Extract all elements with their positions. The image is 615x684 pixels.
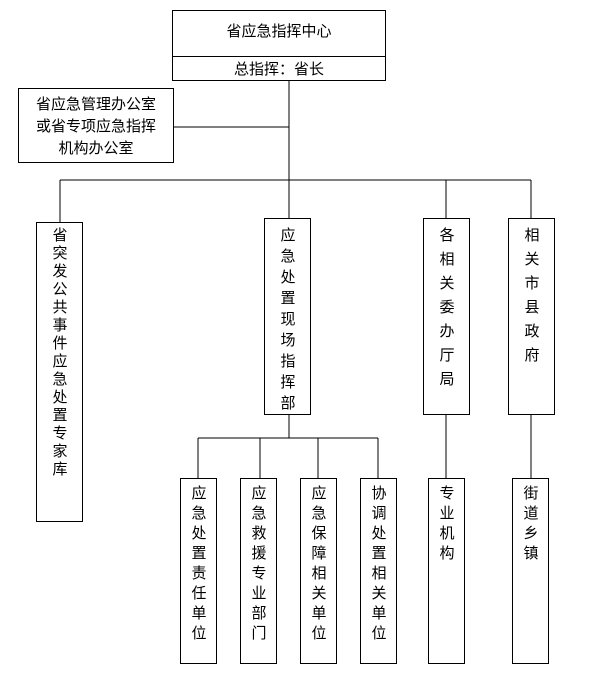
coordination-units-box: 协调处置相关单位 <box>360 478 397 664</box>
support-units-box: 应急保障相关单位 <box>300 478 337 664</box>
township-box: 街道乡镇 <box>512 478 549 664</box>
command-center-title: 省应急指挥中心 <box>226 22 332 40</box>
city-gov-label: 相关市县政府 <box>522 227 541 371</box>
emergency-office-box: 省应急管理办公室 或省专项应急指挥 机构办公室 <box>18 88 174 163</box>
rescue-departments-label: 应急救援专业部门 <box>249 485 268 645</box>
support-units-label: 应急保障相关单位 <box>309 485 328 645</box>
departments-label: 各相关委办厅局 <box>437 227 456 395</box>
coordination-units-label: 协调处置相关单位 <box>369 485 388 645</box>
township-label: 街道乡镇 <box>521 485 540 565</box>
command-center-divider <box>173 56 385 57</box>
responsible-units-box: 应急处置责任单位 <box>180 478 217 664</box>
professional-agencies-box: 专业机构 <box>428 478 465 664</box>
responsible-units-label: 应急处置责任单位 <box>189 485 208 645</box>
professional-agencies-label: 专业机构 <box>437 485 456 565</box>
expert-pool-label: 省突发公共事件应急处置专家库 <box>50 227 69 479</box>
commander-label: 总指挥：省长 <box>233 60 324 78</box>
office-line-3: 机构办公室 <box>58 139 134 157</box>
command-center-box: 省应急指挥中心 总指挥：省长 <box>172 10 386 81</box>
city-gov-box: 相关市县政府 <box>508 218 555 415</box>
field-hq-label: 应急处置现场指挥部 <box>278 227 297 416</box>
field-hq-box: 应急处置现场指挥部 <box>264 218 311 416</box>
expert-pool-box: 省突发公共事件应急处置专家库 <box>36 222 83 522</box>
rescue-departments-box: 应急救援专业部门 <box>240 478 277 664</box>
departments-box: 各相关委办厅局 <box>423 218 470 415</box>
office-line-2: 或省专项应急指挥 <box>35 117 156 135</box>
office-line-1: 省应急管理办公室 <box>35 95 156 113</box>
